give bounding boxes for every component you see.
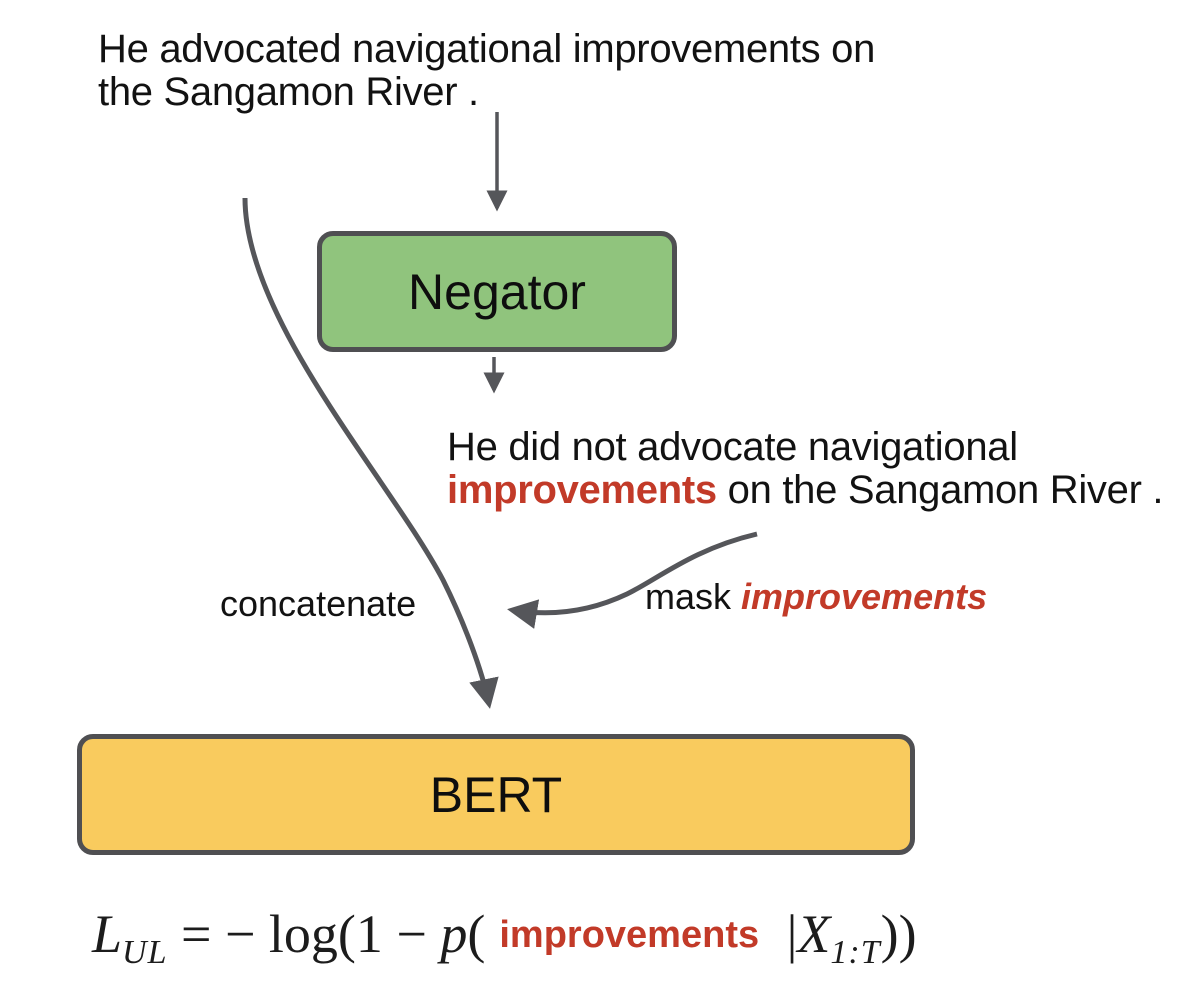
formula-p: p	[440, 904, 468, 964]
mask-label-highlight: improvements	[741, 576, 988, 617]
formula-highlight: improvements	[499, 914, 760, 956]
input-sentence-line-2: the Sangamon River .	[98, 70, 479, 114]
formula-x: X	[797, 904, 831, 964]
formula-bar: |	[773, 904, 798, 964]
output-sentence-line-1: He did not advocate navigational	[447, 425, 1018, 469]
formula-x-sub: 1:T	[830, 934, 881, 971]
bert-label: BERT	[429, 766, 563, 823]
output-sentence-line-2-rest: on the Sangamon River .	[716, 468, 1164, 512]
mask-label-prefix: mask	[645, 576, 742, 617]
formula-lhs: L	[92, 904, 123, 964]
concatenate-label: concatenate	[220, 583, 417, 624]
mask-label: mask improvements	[645, 576, 987, 618]
negator-label: Negator	[408, 263, 586, 320]
loss-formula: LUL = − log(1 − p( improvements |X1:T))	[92, 903, 917, 971]
output-sentence: He did not advocate navigational improve…	[447, 425, 1164, 512]
formula-eq: = − log(1 −	[167, 904, 441, 964]
mask-curve-arrow	[507, 531, 758, 629]
input-sentence-line-1: He advocated navigational improvements o…	[98, 27, 876, 71]
input-sentence: He advocated navigational improvements o…	[98, 28, 875, 114]
masked-word-highlight: improvements	[447, 468, 717, 512]
negator-box: Negator	[317, 231, 677, 352]
output-sentence-line-2: improvements on the Sangamon River .	[447, 468, 1164, 512]
formula-close: ))	[880, 904, 917, 964]
bert-box: BERT	[77, 734, 915, 855]
formula-open: (	[467, 904, 486, 964]
concatenate-curve-arrow	[242, 197, 499, 709]
formula-lhs-sub: UL	[122, 934, 168, 971]
